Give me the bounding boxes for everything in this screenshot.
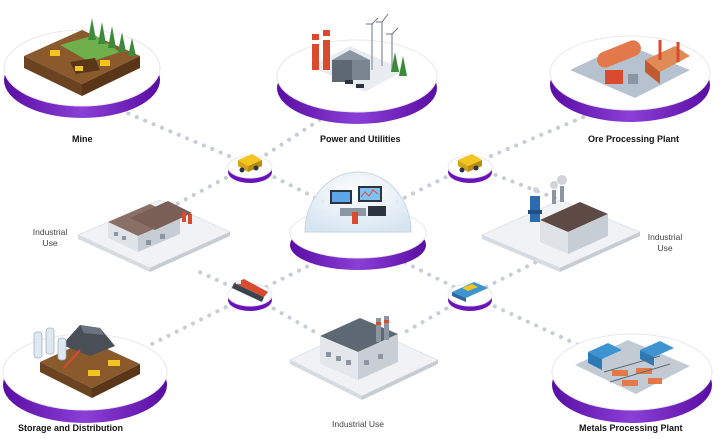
- control-room-icon: [330, 186, 386, 224]
- factory-icon: [320, 316, 398, 380]
- ore-label: Ore Processing Plant: [588, 134, 680, 144]
- rail-car-icon: [452, 282, 488, 302]
- ore-processing-icon: [570, 40, 690, 98]
- power-node: [276, 13, 438, 124]
- control-node: [289, 171, 427, 270]
- industrial-right-node: [480, 175, 642, 272]
- ore-node: [549, 35, 711, 122]
- storage-node: [2, 325, 168, 423]
- mine-node: [3, 18, 161, 118]
- warehouse-icon: [108, 201, 192, 252]
- metals-node: [551, 333, 713, 423]
- haul-truck-icon: [458, 154, 482, 173]
- mine-label: Mine: [72, 134, 93, 144]
- storage-label: Storage and Distribution: [18, 423, 124, 433]
- connector-metals-rail: [447, 282, 493, 311]
- power-label: Power and Utilities: [320, 134, 401, 144]
- industrial-bottom-label: Industrial Use: [332, 419, 384, 429]
- industrial-bottom-node: [288, 316, 440, 400]
- industrial-left-node: [76, 199, 232, 272]
- ship-icon: [232, 279, 268, 302]
- haul-truck-icon: [238, 154, 262, 173]
- factory-icon: [528, 175, 608, 254]
- industrial-left-label: Industrial Use: [32, 227, 68, 248]
- metals-processing-icon: [575, 340, 690, 394]
- storage-icon: [33, 325, 140, 398]
- connector-power-ore: [447, 154, 493, 183]
- power-plant-icon: [310, 13, 407, 92]
- connector-mine-power: [227, 154, 273, 183]
- industrial-right-label: Industrial Use: [647, 232, 683, 253]
- connector-storage-ship: [227, 279, 273, 311]
- mine-icon: [24, 18, 140, 96]
- metals-label: Metals Processing Plant: [579, 423, 683, 433]
